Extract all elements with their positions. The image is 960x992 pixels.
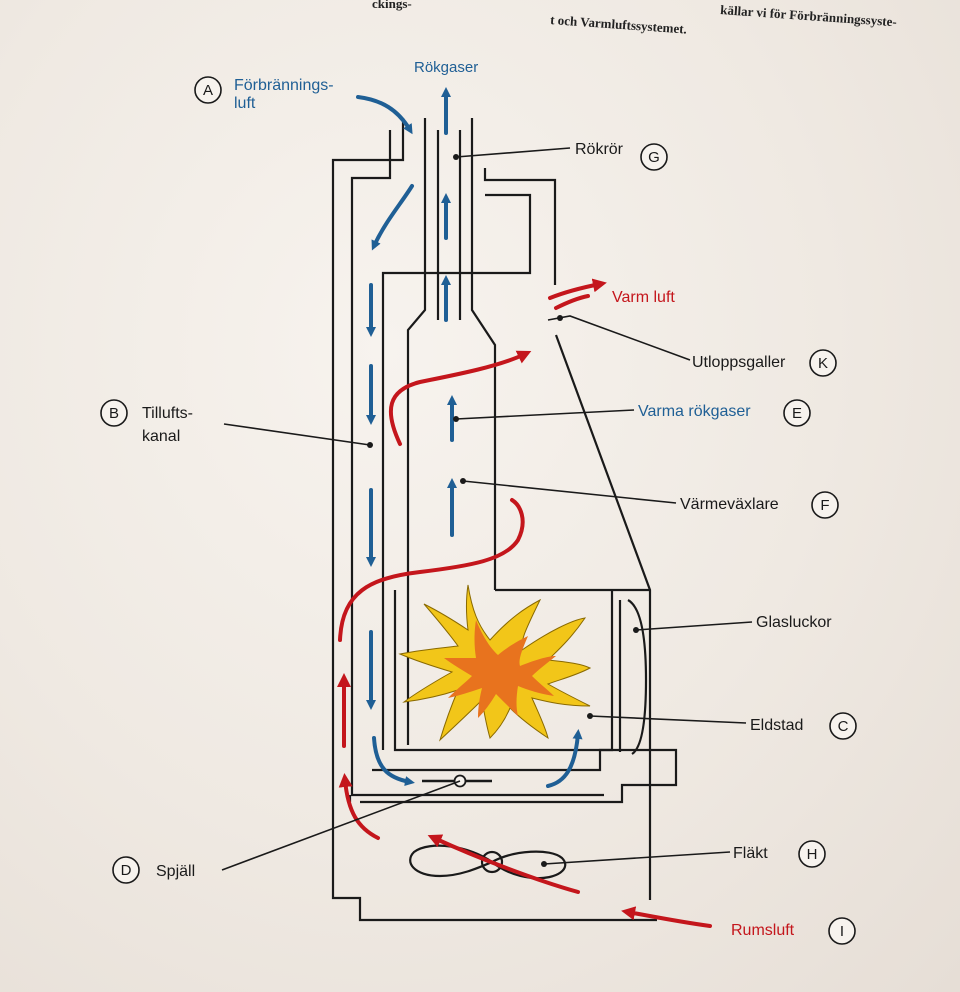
label-varmevaxlare: Värmeväxlare: [680, 496, 779, 513]
letter-c: C: [838, 718, 849, 735]
red-room-air: [621, 906, 712, 928]
labels: A Förbrännings- luft Rökgaser Rökrör G V…: [100, 59, 857, 945]
label-eldstad: Eldstad: [750, 717, 803, 734]
letter-a-circle: [194, 76, 222, 104]
hearth-step: [360, 748, 678, 804]
header-text: ckings- källar vi för Förbränningssyste-…: [372, 0, 897, 37]
letter-e-circle: [783, 399, 811, 427]
blue-firebox-entry: [546, 729, 583, 788]
flue-pipe-left: [406, 118, 427, 745]
firebox: [393, 590, 614, 752]
letter-g-circle: [640, 143, 668, 171]
red-fan-flow: [427, 834, 580, 894]
damper: [422, 774, 492, 788]
letter-i-circle: [828, 917, 856, 945]
letter-h: H: [807, 846, 818, 863]
blue-bottom-curve: [372, 736, 415, 787]
glass-door: [627, 599, 648, 755]
red-rise-1: [338, 773, 380, 840]
warm-air-flow: [337, 278, 712, 928]
blue-down-curve: [371, 184, 414, 251]
leader-eldstad: [589, 715, 747, 724]
letter-i: I: [840, 923, 844, 940]
label-rumsluft: Rumsluft: [731, 922, 795, 939]
stove-structure: [331, 118, 678, 922]
leader-glasluckor: [635, 621, 753, 631]
letter-h-circle: [798, 840, 826, 868]
label-rokror: Rökrör: [575, 141, 624, 158]
letter-f-circle: [811, 491, 839, 519]
letter-b-circle: [100, 399, 128, 427]
letter-k: K: [818, 355, 828, 372]
blue-inlet-curve: [356, 95, 413, 135]
letter-k-circle: [809, 349, 837, 377]
leader-tillufts: [223, 423, 371, 446]
label-rokgaser: Rökgaser: [414, 59, 478, 76]
letter-d: D: [121, 862, 132, 879]
leader-rokror: [455, 147, 571, 158]
flue-pipe-right: [470, 118, 497, 590]
letter-e: E: [792, 405, 802, 422]
letter-c-circle: [829, 712, 857, 740]
label-glasluckor: Glasluckor: [756, 614, 832, 631]
label-forbrannings-1: Förbrännings-: [234, 77, 334, 94]
label-utloppsgaller: Utloppsgaller: [692, 354, 786, 371]
combustion-air-flow: [356, 87, 583, 788]
leader-utloppsgaller: [547, 315, 691, 361]
leader-flakt: [543, 851, 731, 865]
red-exchanger-curve: [388, 350, 532, 446]
label-spjall: Spjäll: [156, 863, 195, 880]
casing-slope: [554, 334, 652, 900]
letter-d-circle: [112, 856, 140, 884]
fire-flame: [398, 584, 592, 742]
header-line1-left: ckings-: [372, 0, 412, 11]
label-flakt: Fläkt: [733, 845, 768, 862]
red-long-curve: [338, 498, 525, 642]
header-line1-right: källar vi för Förbränningssyste-: [720, 2, 897, 29]
inlet-pipe-inner: [350, 130, 604, 797]
letter-g: G: [648, 149, 660, 166]
header-line2: t och Varmluftssystemet.: [550, 12, 688, 37]
red-warm-out: [548, 278, 607, 300]
leader-spjall: [221, 780, 461, 871]
letter-b: B: [109, 405, 119, 422]
letter-a: A: [203, 82, 213, 99]
label-varma-rokgaser: Varma rökgaser: [638, 403, 751, 420]
label-tillufts-1: Tillufts-: [142, 405, 193, 422]
leader-varma-rokgaser: [455, 409, 635, 420]
letter-f: F: [820, 497, 829, 514]
label-tillufts-2: kanal: [142, 428, 180, 445]
casing-top: [483, 168, 557, 285]
inlet-pipe: [331, 118, 657, 922]
label-varm-luft: Varm luft: [612, 289, 675, 306]
label-forbrannings-2: luft: [234, 95, 256, 112]
leader-lines: [221, 147, 753, 871]
heat-exchanger-box: [381, 193, 532, 750]
leader-varmevaxlare: [462, 480, 677, 504]
